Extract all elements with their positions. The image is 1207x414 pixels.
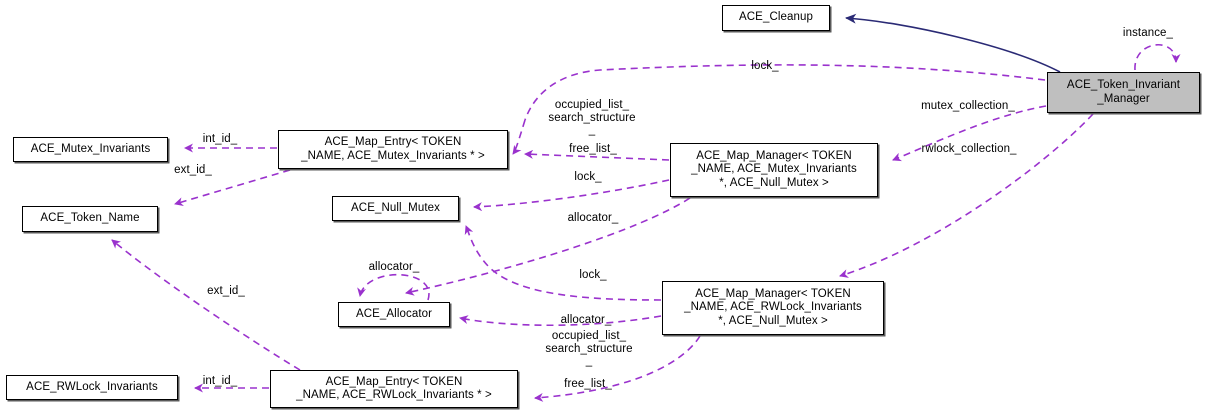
class-node-ace-token-invariant-manager[interactable]: ACE_Token_Invariant _Manager: [1047, 72, 1200, 113]
edge-tim-instance: [1134, 44, 1181, 71]
class-node-ace-null-mutex[interactable]: ACE_Null_Mutex: [332, 196, 459, 221]
edge-label-mutex-collection: mutex_collection_: [921, 100, 1015, 112]
edge-map-mgr-rwlock-allocator: [459, 315, 662, 327]
edge-map-mgr-mutex-occupied: [524, 149, 670, 161]
edge-label-occupied-list-top: occupied_list_ search_structure _: [548, 99, 636, 136]
edge-label-allocator-low: allocator_: [560, 314, 612, 326]
edge-tim-to-cleanup: [845, 13, 1061, 73]
edge-label-free-list-bottom: free_list_: [564, 378, 612, 390]
edge-label-free-list-top: free_list_: [569, 143, 617, 155]
edge-tim-mutex-collection: [892, 105, 1047, 162]
class-node-label: ACE_Allocator: [355, 307, 433, 320]
edge-map-mgr-mutex-lock: [473, 179, 670, 212]
class-node-label: ACE_Map_Entry< TOKEN _NAME, ACE_RWLock_I…: [296, 375, 492, 402]
edge-tim-lock: [512, 64, 1046, 155]
class-node-ace-mutex-invariants[interactable]: ACE_Mutex_Invariants: [13, 137, 168, 162]
edge-label-lock-top: lock_: [751, 60, 779, 72]
class-node-ace-map-entry-rwlock-invariants[interactable]: ACE_Map_Entry< TOKEN _NAME, ACE_RWLock_I…: [270, 370, 518, 408]
class-node-label: ACE_Token_Invariant _Manager: [1066, 79, 1181, 105]
class-node-ace-map-manager-rwlock-invariants[interactable]: ACE_Map_Manager< TOKEN _NAME, ACE_RWLock…: [662, 281, 884, 335]
edge-map-mgr-mutex-allocator: [405, 197, 691, 296]
edge-label-lock-mid: lock_: [574, 171, 602, 183]
edge-label-occupied-list-bottom: occupied_list_ search_structure _: [545, 330, 633, 367]
class-node-label: ACE_Null_Mutex: [351, 201, 440, 214]
class-node-label: ACE_Cleanup: [739, 11, 813, 24]
edge-map-entry-mutex-ext-id: [174, 169, 291, 207]
edge-label-ext-id-rwlock: ext_id_: [207, 285, 245, 297]
edge-map-mgr-rwlock-occupied: [534, 335, 701, 402]
edge-label-allocator-self: allocator_: [368, 261, 420, 273]
class-node-label: ACE_Mutex_Invariants: [30, 142, 151, 155]
class-node-ace-allocator[interactable]: ACE_Allocator: [338, 302, 450, 327]
edge-label-allocator-mid: allocator_: [567, 212, 619, 224]
edge-label-lock-low: lock_: [579, 269, 607, 281]
edge-allocator-self: [357, 273, 430, 301]
edge-map-entry-rwlock-ext-id: [111, 239, 301, 371]
edge-label-int-id-rwlock: int_id_: [202, 375, 238, 387]
class-node-label: ACE_RWLock_Invariants: [26, 380, 158, 393]
class-node-label: ACE_Map_Manager< TOKEN _NAME, ACE_RWLock…: [684, 287, 862, 327]
class-node-ace-map-manager-mutex-invariants[interactable]: ACE_Map_Manager< TOKEN _NAME, ACE_Mutex_…: [670, 143, 878, 197]
edge-label-int-id-mutex: int_id_: [202, 133, 238, 145]
class-node-label: ACE_Token_Name: [40, 212, 140, 225]
edge-label-rwlock-collection: rwlock_collection_: [921, 143, 1017, 155]
class-node-ace-cleanup[interactable]: ACE_Cleanup: [722, 5, 830, 31]
edge-label-instance: instance_: [1122, 27, 1174, 39]
edge-tim-rwlock-collection: [839, 113, 1094, 278]
class-node-ace-token-name[interactable]: ACE_Token_Name: [22, 206, 158, 232]
class-node-ace-rwlock-invariants[interactable]: ACE_RWLock_Invariants: [6, 375, 178, 400]
edge-map-mgr-rwlock-lock: [464, 225, 662, 301]
class-node-label: ACE_Map_Entry< TOKEN _NAME, ACE_Mutex_In…: [301, 136, 485, 162]
class-node-label: ACE_Map_Manager< TOKEN _NAME, ACE_Mutex_…: [691, 149, 857, 189]
edge-label-ext-id-mutex: ext_id_: [174, 164, 212, 176]
class-node-ace-map-entry-mutex-invariants[interactable]: ACE_Map_Entry< TOKEN _NAME, ACE_Mutex_In…: [278, 130, 508, 169]
